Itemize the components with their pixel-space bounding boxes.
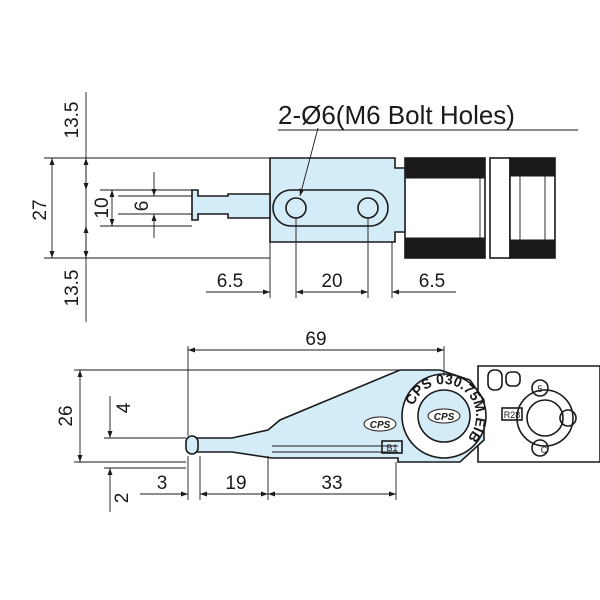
side-view: 5 C R28 CPS 030.75M.EIB CPS CPS B1 69 (56, 329, 600, 512)
side-view-rails (272, 445, 398, 453)
top-view-tongue (191, 189, 271, 221)
stamp-logo-badge (427, 408, 461, 424)
body-logo-badge (363, 416, 397, 432)
radius-label: R28 (504, 410, 521, 420)
dim-base-length: 33 (321, 473, 342, 494)
top-view-hole-strip (272, 189, 389, 227)
side-view-tip (185, 435, 199, 455)
body-logo-text: CPS (370, 420, 391, 431)
bolt-hole-callout: 2-Ø6(M6 Bolt Holes) (278, 100, 515, 130)
dim-neck-length: 19 (225, 473, 246, 494)
dim-tip-height: 4 (114, 402, 135, 413)
dim-slot-outer: 10 (92, 197, 113, 218)
dim-slot-inner: 6 (132, 201, 153, 212)
dim-height: 26 (56, 405, 77, 426)
part-label: B1 (386, 443, 397, 453)
dim-tip-length: 3 (157, 473, 168, 494)
top-view: 2-Ø6(M6 Bolt Holes) 27 13.5 13.5 10 6 6.… (30, 92, 578, 322)
callout-leader (299, 127, 319, 197)
side-view-hinge: 5 C R28 (477, 365, 600, 463)
dim-hole-spacing: 20 (321, 271, 342, 292)
hinge-marker-label-2: C (541, 445, 548, 455)
dim-right-offset: 6.5 (419, 271, 445, 292)
dim-left-offset: 6.5 (217, 271, 243, 292)
part-label-box (381, 440, 403, 454)
top-view-hinge (404, 157, 556, 259)
hinge-marker-label: 5 (537, 384, 542, 394)
stamp-logo-text: CPS (434, 412, 455, 423)
dim-lower-margin: 13.5 (62, 270, 83, 307)
dim-upper-margin: 13.5 (62, 102, 83, 139)
dim-overall-length: 69 (305, 329, 326, 350)
dim-bottom-offset: 2 (112, 493, 133, 504)
dim-total-height: 27 (30, 199, 51, 220)
